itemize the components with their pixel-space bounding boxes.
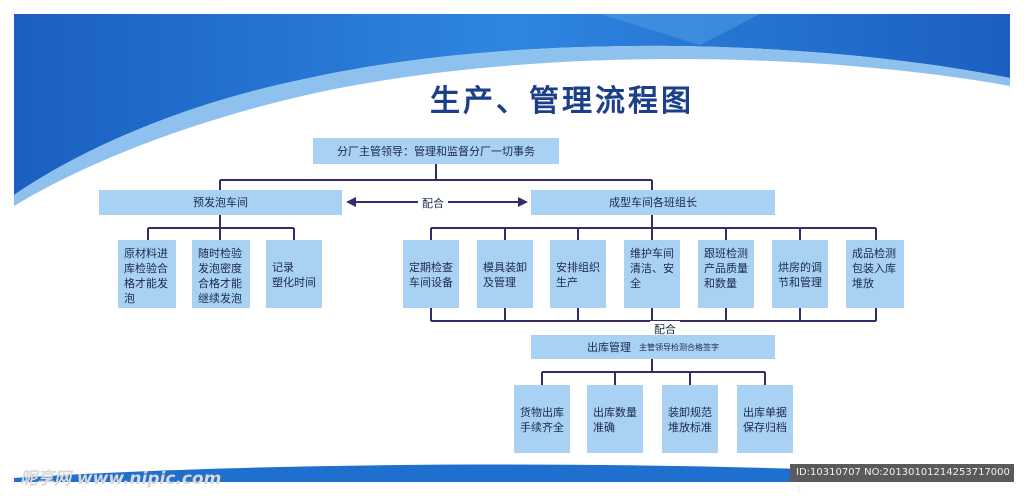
outbound-label: 出库管理 [587, 340, 631, 354]
node-outbound-child: 出库单据 保存归档 [737, 385, 793, 453]
node-right-child: 维护车间 清洁、安 全 [624, 240, 680, 308]
node-outbound-child: 货物出库 手续齐全 [514, 385, 570, 453]
node-right-child: 安排组织 生产 [550, 240, 606, 308]
node-right-header: 成型车间各班组长 [531, 190, 775, 215]
node-left-child: 记录 塑化时间 [266, 240, 322, 308]
node-left-child: 随时检验 发泡密度 合格才能 继续发泡 [192, 240, 250, 308]
node-right-child: 烘房的调 节和管理 [772, 240, 828, 308]
node-top: 分厂主管领导：管理和监督分厂一切事务 [313, 138, 559, 164]
node-right-child: 模具装卸 及管理 [477, 240, 533, 308]
node-outbound-child: 出库数量 准确 [587, 385, 643, 453]
node-left-child: 原材料进 库检验合 格才能发 泡 [118, 240, 176, 308]
cooperate-label-1: 配合 [418, 195, 448, 211]
node-outbound: 出库管理 主管领导检测合格签字 [531, 335, 775, 359]
watermark-left: 昵享网 www.nipic.com [20, 469, 222, 489]
node-outbound-child: 装卸规范 堆放标准 [662, 385, 718, 453]
watermark-right: ID:10310707 NO:20130101214253717000​1 [790, 464, 1014, 496]
node-left-header: 预发泡车间 [99, 190, 342, 215]
node-right-child: 跟班检测 产品质量 和数量 [698, 240, 754, 308]
page-title: 生产、管理流程图 [430, 84, 694, 119]
outbound-sublabel: 主管领导检测合格签字 [639, 342, 719, 352]
node-right-child: 定期检查 车间设备 [403, 240, 459, 308]
cooperate-label-2: 配合 [650, 321, 680, 337]
node-right-child: 成品检测 包装入库 堆放 [846, 240, 904, 308]
